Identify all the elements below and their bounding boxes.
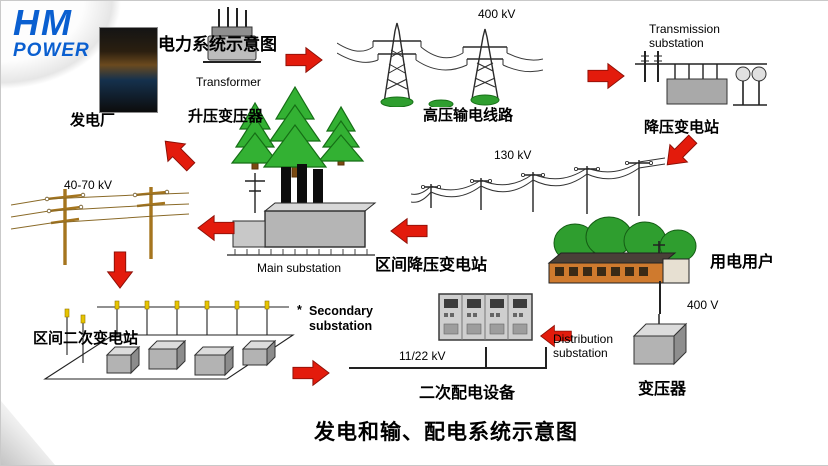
page-curl-bottom-left (1, 401, 55, 465)
feeder-riser (545, 347, 547, 367)
label-district-secondary-substation: 区间二次变电站 (33, 330, 139, 347)
diagram-bottom-title: 发电和输、配电系统示意图 (314, 421, 578, 444)
logo-text-hm: HM (13, 2, 73, 43)
transformer-graphic (632, 314, 688, 366)
label-secondary-substation-en: Secondary substation (309, 304, 373, 333)
label-40-70kv: 40-70 kV (64, 178, 113, 192)
label-130kv: 130 kV (494, 148, 532, 162)
label-main-substation-en: Main substation (257, 261, 342, 275)
label-secondary-substation-note: * (297, 303, 302, 317)
label-11-22kv: 11/22 kV (399, 349, 446, 363)
label-distribution-substation-en: Distribution substation (553, 332, 614, 361)
secondary-substation-site-graphic (43, 300, 295, 380)
distribution-equipment-graphic (438, 293, 533, 341)
step-up-transformer-graphic (203, 7, 261, 63)
consumer-buildings-graphic (547, 216, 697, 284)
label-district-step-down-substation: 区间降压变电站 (375, 257, 488, 274)
step-down-substation-graphic (635, 51, 767, 106)
label-400kv: 400 kV (478, 7, 516, 21)
label-consumers: 用电用户 (710, 254, 775, 271)
label-power-plant: 发电厂 (70, 112, 116, 129)
label-transmission-substation-en: Transmission substation (649, 22, 720, 51)
label-step-down-substation: 降压变电站 (644, 119, 720, 136)
arrow-secondary-to-equipment (292, 359, 330, 387)
line-130kv-graphic (411, 157, 665, 216)
label-step-up-transformer: 升压变压器 (188, 108, 264, 125)
service-drop-line (659, 281, 661, 314)
arrow-130kv-to-main-substation (390, 217, 428, 245)
arrow-main-substation-to-poles (197, 214, 235, 242)
label-transformer-en: Transformer (196, 75, 261, 89)
diagram-title: 电力系统示意图 (158, 35, 277, 54)
arrow-substation-to-130kv (666, 134, 698, 166)
poles-40-70kv-graphic (11, 187, 189, 265)
main-substation-graphic (227, 164, 377, 256)
arrow-plant-to-lines (285, 46, 323, 74)
label-hv-lines: 高压输电线路 (423, 107, 514, 124)
arrow-to-power-plant (164, 140, 196, 172)
power-plant-photo (99, 27, 158, 113)
label-400v: 400 V (687, 298, 719, 312)
arrow-lines-to-substation (587, 62, 625, 90)
logo-text-power: POWER (13, 40, 90, 62)
feeder-11-22kv-line (349, 367, 547, 369)
arrow-distribution-to-equipment (539, 324, 572, 348)
label-secondary-distribution-equipment: 二次配电设备 (419, 385, 516, 402)
label-transformer-zh: 变压器 (638, 381, 687, 398)
transmission-towers-graphic (337, 22, 543, 107)
equipment-feeder-connector (485, 347, 487, 367)
arrow-poles-to-secondary (106, 251, 134, 289)
trees-graphic (230, 85, 365, 178)
hm-power-logo: HM POWER (13, 2, 90, 62)
